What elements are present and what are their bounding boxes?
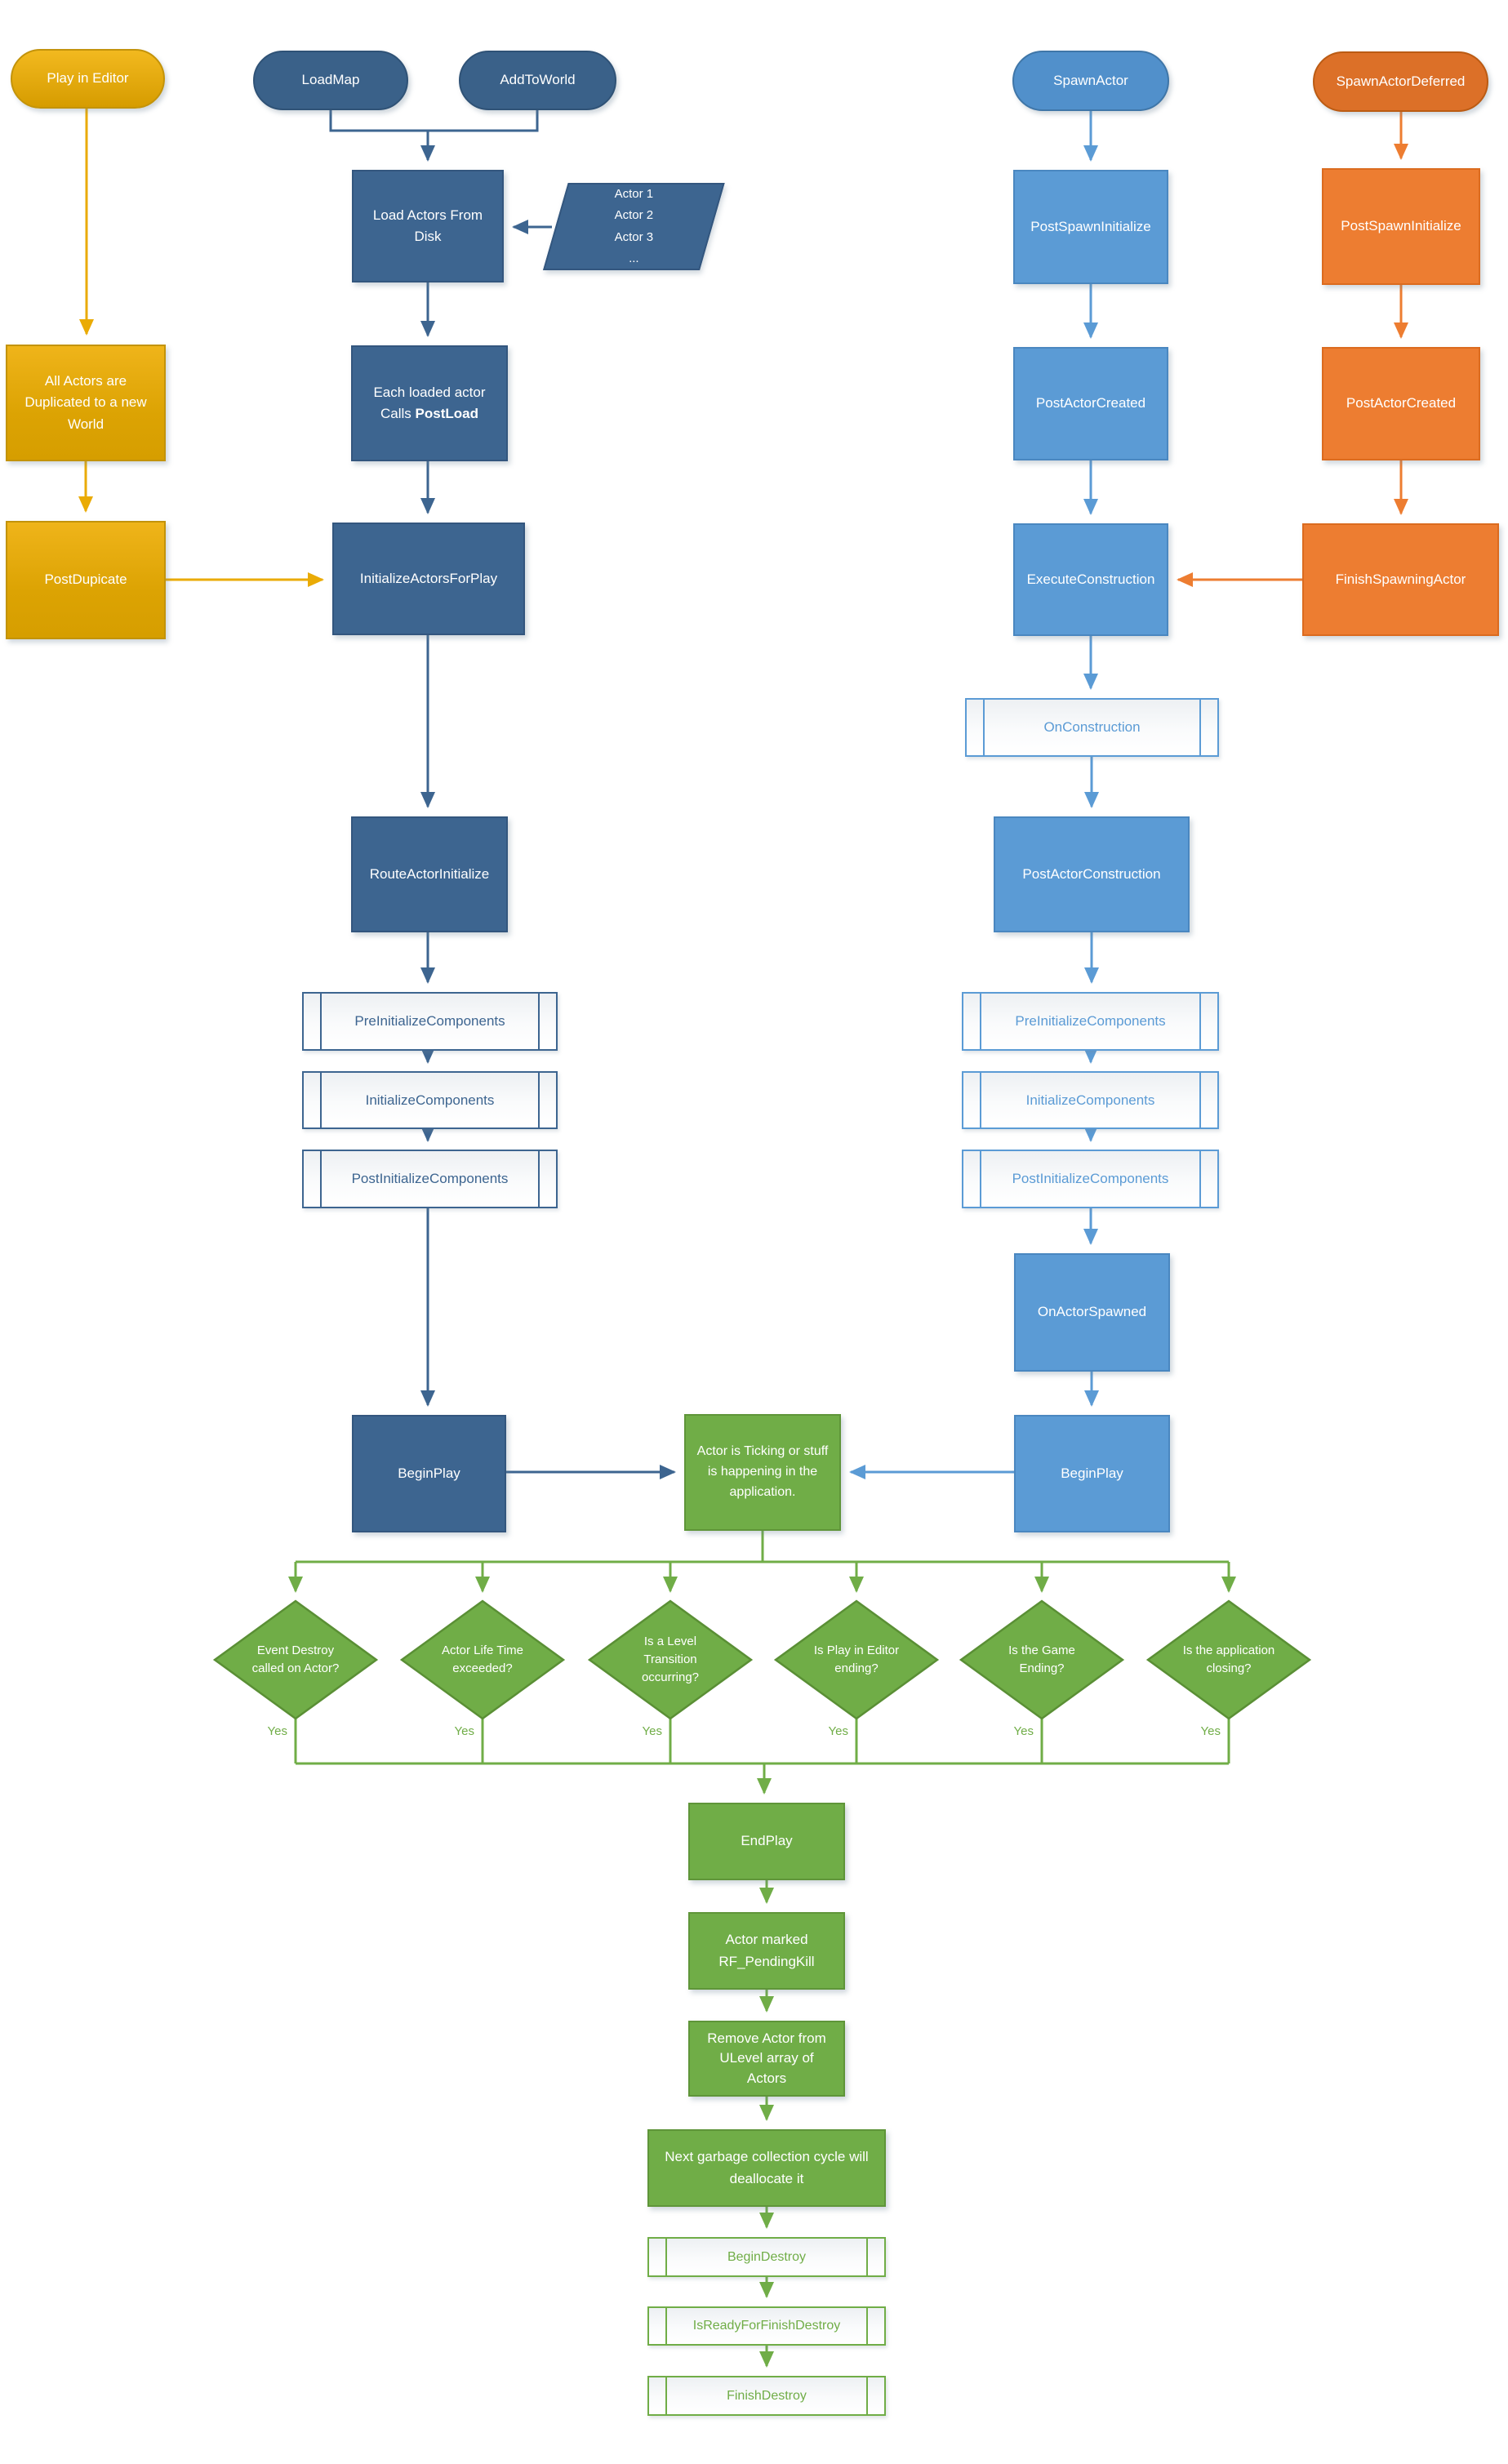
terminator-spawnactordeferred: SpawnActorDeferred: [1313, 51, 1488, 112]
subroutine-postinitializecomponents-spawn: PostInitializeComponents: [962, 1150, 1219, 1208]
each-loaded-actor-postload: PostLoad: [415, 406, 478, 421]
terminator-play-in-editor: Play in Editor: [11, 49, 165, 109]
each-loaded-actor-line1: Each loaded actor: [373, 384, 486, 400]
decision-diamond: [1145, 1599, 1312, 1720]
gold-connectors: [78, 109, 324, 587]
node-postactorcreated-deferred: PostActorCreated: [1322, 347, 1480, 460]
actor-list-item: Actor 3: [614, 229, 654, 244]
node-beginplay-load: BeginPlay: [352, 1415, 506, 1532]
node-actor-ticking: Actor is Ticking or stuff is happening i…: [684, 1414, 841, 1531]
decision-diamond: [587, 1599, 754, 1720]
decision-diamond: [212, 1599, 379, 1720]
yes-label: Yes: [454, 1724, 474, 1738]
node-beginplay-spawn: BeginPlay: [1014, 1415, 1170, 1532]
node-onactorspawned: OnActorSpawned: [1014, 1253, 1170, 1372]
node-initializeactorsforplay: InitializeActorsForPlay: [332, 523, 525, 635]
darkblue-connectors: [329, 110, 676, 1479]
node-endplay: EndPlay: [688, 1803, 845, 1880]
subroutine-preinitializecomponents-load: PreInitializeComponents: [302, 992, 558, 1051]
decision-diamond: [399, 1599, 566, 1720]
subroutine-initializecomponents-load: InitializeComponents: [302, 1071, 558, 1129]
node-load-actors-from-disk: Load Actors From Disk: [352, 170, 504, 282]
decision-diamonds: [212, 1599, 1312, 1720]
node-routeactorinitialize: RouteActorInitialize: [351, 816, 508, 932]
node-remove-actor-ulevel: Remove Actor from ULevel array of Actors: [688, 2021, 845, 2097]
yes-label: Yes: [1013, 1724, 1034, 1738]
yes-label: Yes: [267, 1724, 287, 1738]
node-all-actors-duplicated: All Actors are Duplicated to a new World: [6, 345, 166, 461]
node-postspawninitialize-deferred: PostSpawnInitialize: [1322, 168, 1480, 285]
yes-label: Yes: [1200, 1724, 1221, 1738]
green-connectors: [288, 1531, 1236, 2368]
decision-label-app-closing: Is the application closing?: [1182, 1643, 1275, 1675]
decision-diamond: [959, 1599, 1125, 1720]
node-actor-marked-pendingkill: Actor marked RF_PendingKill: [688, 1912, 845, 1990]
data-actor-list: Actor 1 Actor 2 Actor 3 ...: [543, 183, 725, 270]
subroutine-initializecomponents-spawn: InitializeComponents: [962, 1071, 1219, 1129]
node-each-loaded-actor-postload: Each loaded actor Calls PostLoad: [351, 345, 508, 461]
subroutine-finishdestroy: FinishDestroy: [647, 2376, 886, 2416]
subroutine-onconstruction: OnConstruction: [965, 698, 1219, 757]
terminator-addtoworld: AddToWorld: [459, 51, 616, 110]
actor-list-item: ...: [629, 251, 639, 265]
node-postactorcreated-spawn: PostActorCreated: [1013, 347, 1168, 460]
each-loaded-actor-text: Each loaded actor Calls PostLoad: [373, 382, 485, 425]
node-postactorconstruction: PostActorConstruction: [994, 816, 1190, 932]
node-next-garbage-collection: Next garbage collection cycle will deall…: [647, 2129, 886, 2207]
subroutine-isreadyforfinishdestroy: IsReadyForFinishDestroy: [647, 2306, 886, 2346]
subroutine-postinitializecomponents-load: PostInitializeComponents: [302, 1150, 558, 1208]
actor-list-item: Actor 1: [614, 187, 654, 201]
node-finishspawningactor: FinishSpawningActor: [1302, 523, 1499, 636]
decision-diamond: [773, 1599, 940, 1720]
node-postspawninitialize-spawn: PostSpawnInitialize: [1013, 170, 1168, 284]
subroutine-preinitializecomponents-spawn: PreInitializeComponents: [962, 992, 1219, 1051]
yes-label: Yes: [828, 1724, 848, 1738]
lightblue-connectors: [849, 111, 1099, 1479]
actor-list-text: Actor 1 Actor 2 Actor 3 ...: [557, 185, 710, 269]
decision-label-level-transition: Is a Level Transition occurring?: [641, 1635, 700, 1684]
yes-label: Yes: [642, 1724, 662, 1738]
node-executeconstruction: ExecuteConstruction: [1013, 523, 1168, 636]
decision-label-lifetime: Actor Life Time exceeded?: [441, 1643, 524, 1675]
decision-label-pie-ending: Is Play in Editor ending?: [813, 1643, 900, 1675]
orange-connectors: [1177, 112, 1408, 587]
actor-list-item: Actor 2: [614, 208, 654, 223]
decision-label-game-ending: Is the Game Ending?: [1008, 1643, 1075, 1675]
terminator-loadmap: LoadMap: [253, 51, 408, 110]
node-postdupicate: PostDupicate: [6, 521, 166, 639]
each-loaded-actor-calls: Calls: [380, 406, 411, 421]
subroutine-begindestroy: BeginDestroy: [647, 2237, 886, 2277]
decision-label-event-destroy: Event Destroy called on Actor?: [251, 1643, 340, 1675]
terminator-spawnactor: SpawnActor: [1012, 51, 1169, 111]
